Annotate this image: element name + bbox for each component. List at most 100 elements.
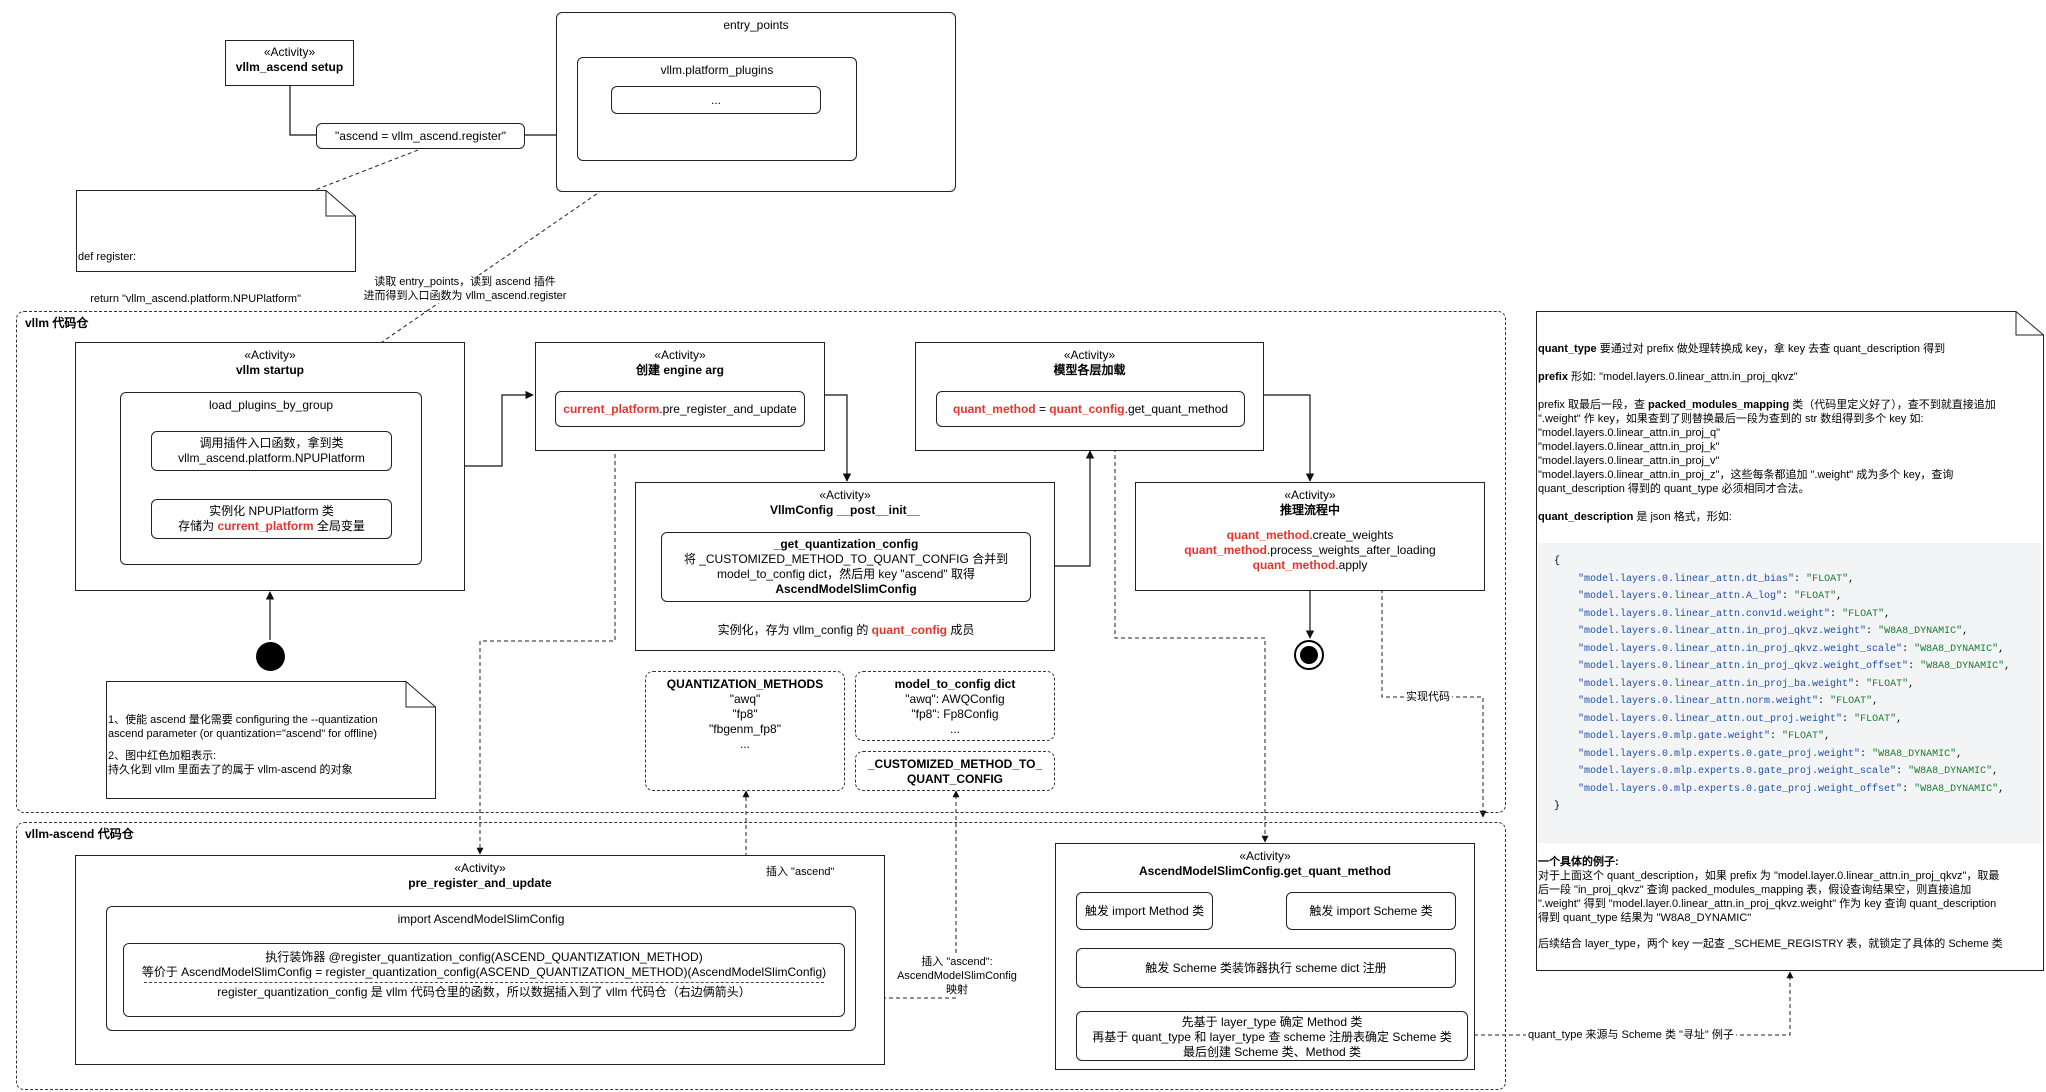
instantiate-pre: 存储为	[178, 519, 218, 533]
json-value: "FLOAT"	[1794, 591, 1837, 602]
call-entry-line2: vllm_ascend.platform.NPUPlatform	[178, 451, 365, 465]
json-key: "model.layers.0.linear_attn.in_proj_qkvz…	[1578, 661, 1909, 672]
startup-activity[interactable]: «Activity» vllm startup load_plugins_by_…	[75, 342, 465, 591]
json-sep: :	[1896, 766, 1909, 777]
insert-ascend-label: 插入 "ascend"	[764, 865, 837, 879]
platform-plugins-item[interactable]: ...	[611, 86, 821, 114]
instantiate-platform-step[interactable]: 实例化 NPUPlatform 类 存储为 current_platform 全…	[151, 499, 392, 539]
load-plugins-group[interactable]: load_plugins_by_group 调用插件入口函数，拿到类 vllm_…	[120, 392, 422, 565]
pre-register-title: pre_register_and_update	[408, 876, 552, 890]
json-comma: ,	[1824, 731, 1831, 742]
pre-register-activity[interactable]: «Activity» pre_register_and_update impor…	[75, 855, 885, 1065]
json-line: "model.layers.0.mlp.experts.0.gate_proj.…	[1554, 781, 2041, 799]
json-value: "FLOAT"	[1842, 608, 1885, 620]
note-p3-l5: "model.layers.0.linear_attn.in_proj_v"	[1538, 455, 1720, 467]
mtc-item-2: ...	[949, 722, 960, 736]
quant-description-json: { "model.layers.0.linear_attn.dt_bias": …	[1538, 543, 2041, 843]
s4-line2: 再基于 quant_type 和 layer_type 查 scheme 注册表…	[1092, 1030, 1452, 1044]
example-line1: 对于上面这个 quant_description，如果 prefix 为 "mo…	[1538, 870, 2000, 882]
json-comma: ,	[1956, 748, 1963, 760]
json-comma: ,	[1896, 713, 1903, 725]
get-quant-method-call[interactable]: quant_method = quant_config.get_quant_me…	[936, 391, 1245, 427]
call-entry-step[interactable]: 调用插件入口函数，拿到类 vllm_ascend.platform.NPUPla…	[151, 431, 392, 471]
note-p1-bold: quant_type	[1538, 343, 1597, 355]
json-key: "model.layers.0.mlp.experts.0.gate_proj.…	[1578, 766, 1897, 777]
platform-plugins-box[interactable]: vllm.platform_plugins ...	[577, 57, 857, 161]
json-comma: ,	[2004, 661, 2011, 672]
json-comma: ,	[1872, 696, 1879, 707]
json-key: "model.layers.0.linear_attn.in_proj_qkvz…	[1578, 626, 1867, 637]
register-call-box[interactable]: "ascend = vllm_ascend.register"	[316, 123, 525, 149]
note-p2-bold: prefix	[1538, 371, 1568, 383]
enable-line3: 2、图中红色加粗表示:	[108, 750, 217, 762]
json-sep: :	[1902, 783, 1915, 795]
mtc-item-1: "fp8": Fp8Config	[911, 707, 999, 721]
note-p3-l3: "model.layers.0.linear_attn.in_proj_q"	[1538, 427, 1721, 439]
platform-plugins-title: vllm.platform_plugins	[660, 63, 774, 77]
instantiate-quant-config: 实例化，存为 vllm_config 的 quant_config 成员	[636, 623, 1056, 638]
json-key: "model.layers.0.mlp.experts.0.gate_proj.…	[1578, 783, 1903, 795]
inference-activity[interactable]: «Activity» 推理流程中 quant_method.create_wei…	[1135, 482, 1485, 591]
json-key: "model.layers.0.mlp.gate.weight"	[1578, 731, 1771, 742]
json-sep: :	[1770, 731, 1783, 742]
create-scheme-step[interactable]: 先基于 layer_type 确定 Method 类 再基于 quant_typ…	[1076, 1011, 1468, 1061]
insert-mapping-line2: AscendModelSlimConfig 映射	[897, 970, 1017, 996]
setup-activity[interactable]: «Activity» vllm_ascend setup	[225, 40, 354, 86]
json-line: "model.layers.0.linear_attn.dt_bias": "F…	[1554, 571, 2041, 589]
json-sep: :	[1854, 678, 1867, 690]
decorator-box[interactable]: 执行装饰器 @register_quantization_config(ASCE…	[123, 943, 845, 1017]
engine-arg-activity[interactable]: «Activity» 创建 engine arg current_platfor…	[535, 342, 825, 451]
model-load-activity[interactable]: «Activity» 模型各层加载 quant_method = quant_c…	[915, 342, 1264, 451]
note-p3-l6: "model.layers.0.linear_attn.in_proj_z"，这…	[1538, 469, 1954, 481]
json-sep: :	[1902, 643, 1915, 655]
note-p4-bold: quant_description	[1538, 511, 1634, 523]
final-line: 后续结合 layer_type，两个 key 一起查 _SCHEME_REGIS…	[1538, 938, 2003, 950]
json-key: "model.layers.0.linear_attn.A_log"	[1578, 591, 1783, 602]
inst-post: 成员	[947, 623, 975, 637]
pre-register-call[interactable]: current_platform.pre_register_and_update	[555, 391, 805, 427]
note-p3-l7: quant_description 得到的 quant_type 必须相同才合法…	[1538, 483, 1810, 495]
model-load-eq: =	[1035, 402, 1050, 416]
import-title: import AscendModelSlimConfig	[397, 912, 565, 926]
vllm-config-activity[interactable]: «Activity» VllmConfig __post__init__ _ge…	[635, 482, 1055, 651]
import-scheme-step[interactable]: 触发 import Scheme 类	[1286, 892, 1456, 930]
inf-l2-rest: .process_weights_after_loading	[1266, 543, 1436, 557]
edge-setup-to-register	[289, 86, 316, 136]
json-comma: ,	[1998, 783, 2005, 795]
customized-method-box[interactable]: _CUSTOMIZED_METHOD_TO_ QUANT_CONFIG	[855, 751, 1055, 791]
inference-stereotype: «Activity»	[1284, 488, 1336, 502]
setup-title: vllm_ascend setup	[235, 60, 344, 74]
model-load-stereotype: «Activity»	[1063, 348, 1116, 362]
model-to-config-box[interactable]: model_to_config dict "awq": AWQConfig "f…	[855, 671, 1055, 741]
json-sep: :	[1794, 573, 1807, 585]
get-quant-method-activity[interactable]: «Activity» AscendModelSlimConfig.get_qua…	[1055, 843, 1475, 1070]
get-quantization-config-box[interactable]: _get_quantization_config 将 _CUSTOMIZED_M…	[661, 532, 1031, 602]
inf-l3-red: quant_method	[1252, 558, 1336, 572]
scheme-register-step[interactable]: 触发 Scheme 类装饰器执行 scheme dict 注册	[1076, 948, 1456, 988]
json-line: "model.layers.0.linear_attn.norm.weight"…	[1554, 693, 2041, 711]
inference-title: 推理流程中	[1279, 503, 1340, 517]
inf-l2-red: quant_method	[1184, 543, 1267, 557]
call-entry-line1: 调用插件入口函数，拿到类	[199, 436, 344, 450]
json-comma: ,	[1992, 766, 1999, 777]
decorator-line2: 等价于 AscendModelSlimConfig = register_qua…	[141, 965, 827, 979]
load-plugins-title: load_plugins_by_group	[208, 398, 334, 412]
register-note-line2: return "vllm_ascend.platform.NPUPlatform…	[78, 293, 301, 305]
current-platform-ref: current_platform	[217, 519, 314, 533]
getqc-line2: 将 _CUSTOMIZED_METHOD_TO_QUANT_CONFIG 合并到	[683, 552, 1009, 566]
enable-line1: 1、使能 ascend 量化需要 configuring the --quant…	[108, 714, 378, 726]
impl-code-label: 实现代码	[1404, 690, 1452, 704]
customized-line2: QUANT_CONFIG	[907, 772, 1003, 786]
startup-title: vllm startup	[235, 363, 304, 377]
inf-l3-rest: .apply	[1335, 558, 1368, 572]
json-line: "model.layers.0.mlp.gate.weight": "FLOAT…	[1554, 728, 2041, 746]
example-line4: 得到 quant_type 结果为 "W8A8_DYNAMIC"	[1538, 912, 1752, 924]
decorator-line1: 执行装饰器 @register_quantization_config(ASCE…	[265, 950, 703, 964]
gqm-stereotype: «Activity»	[1239, 849, 1291, 863]
quantization-methods-box[interactable]: QUANTIZATION_METHODS "awq" "fp8" "fbgenm…	[645, 671, 845, 791]
import-group[interactable]: import AscendModelSlimConfig 执行装饰器 @regi…	[106, 906, 856, 1031]
entry-points-group[interactable]: entry_points vllm.platform_plugins ...	[556, 12, 956, 192]
json-line: "model.layers.0.linear_attn.in_proj_qkvz…	[1554, 658, 2041, 676]
import-method-step[interactable]: 触发 import Method 类	[1076, 892, 1213, 930]
json-value: "W8A8_DYNAMIC"	[1872, 748, 1957, 760]
